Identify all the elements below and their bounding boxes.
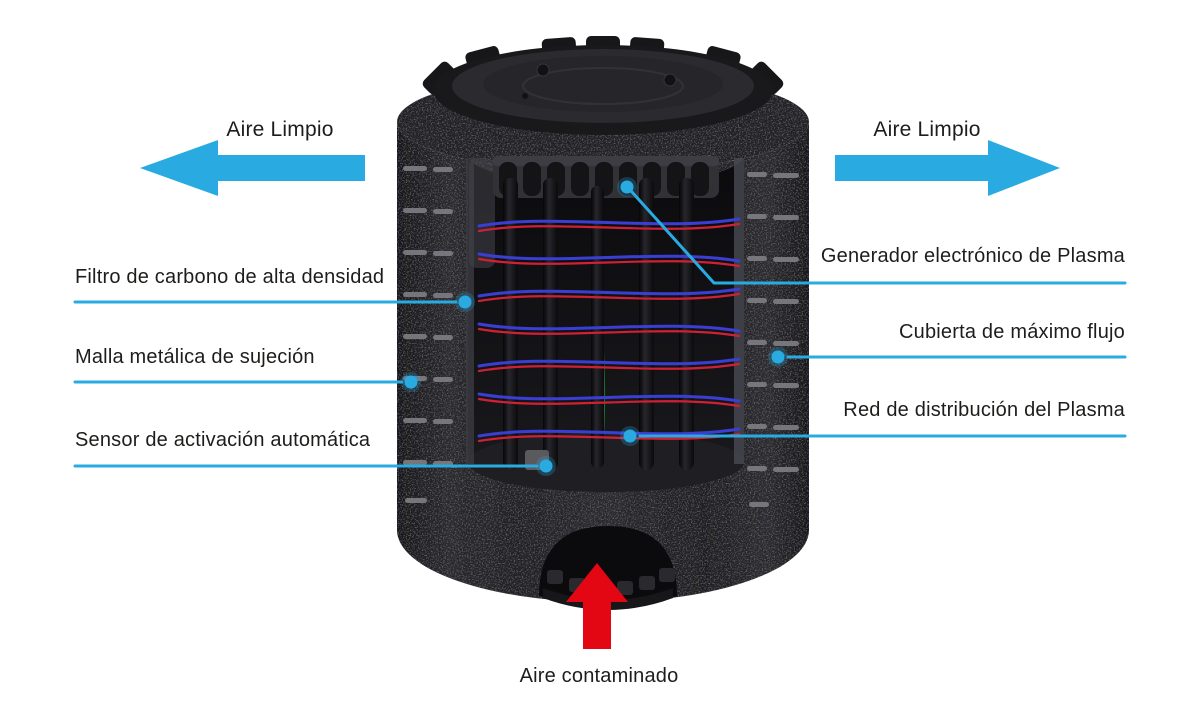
activation-sensor bbox=[525, 450, 549, 470]
label-activation-sensor: Sensor de activación automática bbox=[75, 429, 371, 451]
top-lid bbox=[422, 36, 784, 135]
air-filter-illustration bbox=[397, 36, 809, 610]
label-carbon-filter: Filtro de carbono de alta densidad bbox=[75, 266, 385, 288]
label-plasma-net: Red de distribución del Plasma bbox=[843, 399, 1125, 421]
carbon-cut-edge-left bbox=[466, 158, 474, 464]
lid-screw bbox=[536, 63, 550, 77]
lid-mark bbox=[522, 93, 528, 99]
lid-screw bbox=[663, 73, 677, 87]
label-plasma-generator: Generador electrónico de Plasma bbox=[820, 245, 1125, 267]
clean-air-arrow-left bbox=[140, 140, 365, 196]
label-clean-air-left: Aire Limpio bbox=[226, 118, 334, 141]
label-contaminated-air: Aire contaminado bbox=[519, 665, 679, 687]
label-flow-cover: Cubierta de máximo flujo bbox=[898, 321, 1125, 343]
clean-air-arrow-right bbox=[835, 140, 1060, 196]
label-metal-mesh: Malla metálica de sujeción bbox=[75, 346, 315, 368]
carbon-cut-edge-right bbox=[734, 158, 744, 464]
label-clean-air-right: Aire Limpio bbox=[873, 118, 981, 141]
